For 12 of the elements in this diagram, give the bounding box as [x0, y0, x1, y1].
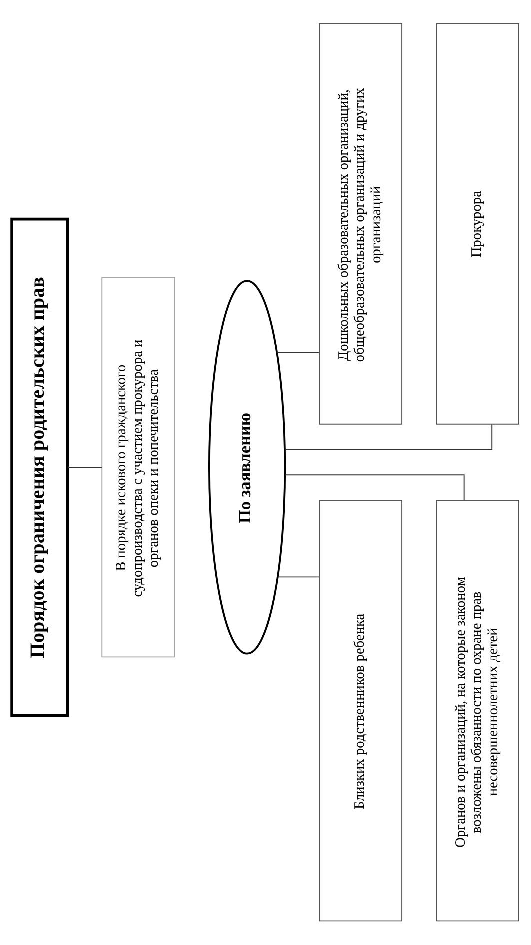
node-ellipse: По заявлению: [208, 280, 286, 655]
node-box: Дошкольных образовательных организаций, общеобразовательных организаций и других организаций: [319, 23, 403, 425]
node-box: Органов и организаций, на которые законом возложены обязанности по охране прав несовершеннолетних детей: [436, 500, 520, 922]
connector: [278, 576, 320, 578]
connector: [276, 352, 320, 354]
node-box: Прокурора: [436, 23, 520, 425]
connector: [67, 467, 102, 468]
node-box: В порядке искового гражданского судопроизводства с участием прокурора и органов опеки и попечительства: [102, 277, 176, 658]
connector: [284, 424, 493, 450]
node-box: Близких родственников ребенка: [319, 500, 403, 922]
node-box: Порядок ограничения родительских прав: [10, 218, 70, 718]
connector: [284, 474, 465, 501]
